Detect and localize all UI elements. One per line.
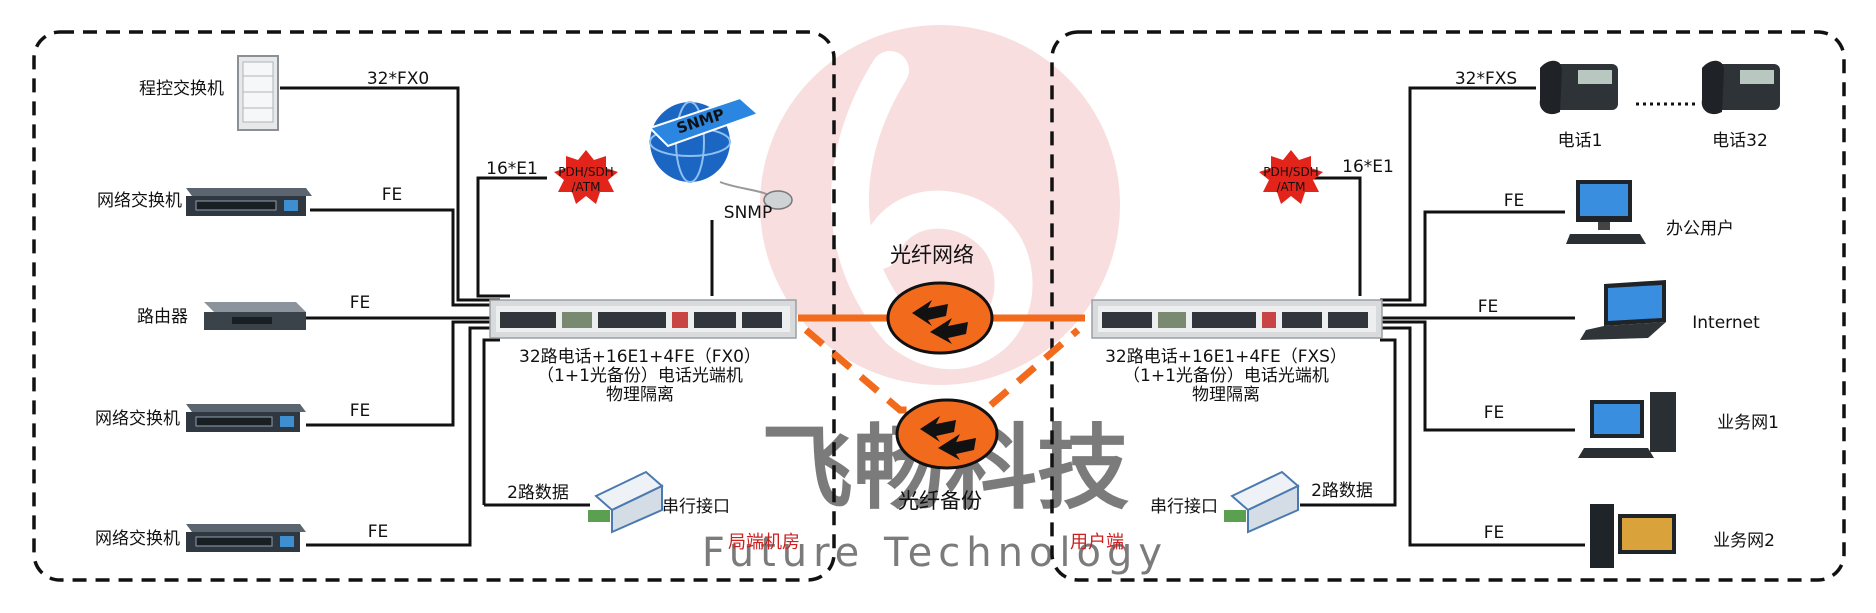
left-equipment-caption-line-1: 32路电话+16E1+4FE（FX0） [519, 347, 761, 367]
pbx-link-label: 32*FX0 [367, 69, 429, 89]
pbx-label: 程控交换机 [139, 79, 224, 99]
snmp-globe-icon: SNMP [648, 96, 760, 183]
network-switch-icon [186, 524, 306, 552]
desktop-pc-icon [1578, 392, 1676, 458]
router-label: 路由器 [137, 307, 188, 327]
pdh-badge-line-1: PDH/SDH [1263, 165, 1318, 179]
fiber-network-label: 光纤网络 [890, 243, 974, 267]
right-zone-label: 用户端 [1070, 532, 1124, 553]
right-wiring [1300, 86, 1585, 547]
right-equipment-caption-line-3: 物理隔离 [1192, 385, 1260, 405]
optical-terminal-rack-unit [489, 299, 797, 339]
switch-3-label: 网络交换机 [95, 529, 180, 549]
right-zone-box [1050, 30, 1846, 582]
right-equipment-caption-line-2: （1+1光备份）电话光端机 [1123, 366, 1329, 386]
telephone-icon [1701, 60, 1780, 115]
switch-2-label: 网络交换机 [95, 409, 180, 429]
right-e1-link-label: 16*E1 [1342, 157, 1394, 177]
pdh-badge-line-2: /ATM [1276, 180, 1305, 194]
left-zone-box [32, 30, 836, 582]
office-link-label: FE [1504, 191, 1525, 211]
phone-32-label: 电话32 [1712, 131, 1768, 151]
switch-3-link-label: FE [368, 522, 389, 542]
left-e1-link-label: 16*E1 [486, 159, 538, 179]
desktop-monitor-icon [1566, 180, 1646, 244]
workstation-icon [1590, 504, 1676, 568]
fiber-backup-label: 光纤备份 [898, 489, 982, 513]
left-zone-label: 局端机房 [728, 532, 800, 553]
switch-1-link-label: FE [382, 185, 403, 205]
pbx-cabinet-icon [237, 55, 279, 131]
watermark-brand-en: Future Technology [702, 530, 1168, 576]
left-equipment-caption-line-2: （1+1光备份）电话光端机 [537, 366, 743, 386]
biz-2-link-label: FE [1484, 523, 1505, 543]
fiber-backup-cloud [895, 398, 999, 470]
mouse-icon [719, 181, 793, 210]
left-equipment-caption-line-3: 物理隔离 [606, 385, 674, 405]
pdh-sdh-atm-badge: PDH/SDH /ATM [1259, 150, 1323, 204]
snmp-label: SNMP [724, 203, 772, 223]
switch-2-link-label: FE [350, 401, 371, 421]
left-wiring [280, 86, 714, 547]
pdh-sdh-atm-badge: PDH/SDH /ATM [554, 150, 618, 204]
internet-link-label: FE [1478, 297, 1499, 317]
phone-link-label: 32*FXS [1455, 69, 1517, 89]
right-serial-link-label: 2路数据 [1311, 481, 1373, 501]
telephone-icon [1539, 60, 1618, 115]
switch-1-label: 网络交换机 [97, 191, 182, 211]
fiber-network-cloud [886, 281, 994, 355]
optical-terminal-rack-unit [1091, 299, 1383, 339]
biz-2-label: 业务网2 [1713, 531, 1775, 551]
router-icon [204, 302, 306, 330]
pdh-badge-line-1: PDH/SDH [558, 165, 613, 179]
biz-1-label: 业务网1 [1717, 413, 1779, 433]
office-label: 办公用户 [1666, 219, 1734, 239]
serial-converter-icon [1224, 470, 1300, 534]
network-switch-icon [186, 188, 312, 216]
phone-1-label: 电话1 [1558, 131, 1603, 151]
right-serial-label: 串行接口 [1150, 497, 1218, 517]
network-switch-icon [186, 404, 306, 432]
router-link-label: FE [350, 293, 371, 313]
internet-label: Internet [1692, 313, 1760, 333]
serial-converter-icon [588, 470, 664, 534]
biz-1-link-label: FE [1484, 403, 1505, 423]
left-serial-link-label: 2路数据 [507, 483, 569, 503]
pdh-badge-line-2: /ATM [571, 180, 600, 194]
left-serial-label: 串行接口 [662, 497, 730, 517]
laptop-icon [1580, 280, 1666, 340]
right-equipment-caption-line-1: 32路电话+16E1+4FE（FXS） [1105, 347, 1347, 367]
